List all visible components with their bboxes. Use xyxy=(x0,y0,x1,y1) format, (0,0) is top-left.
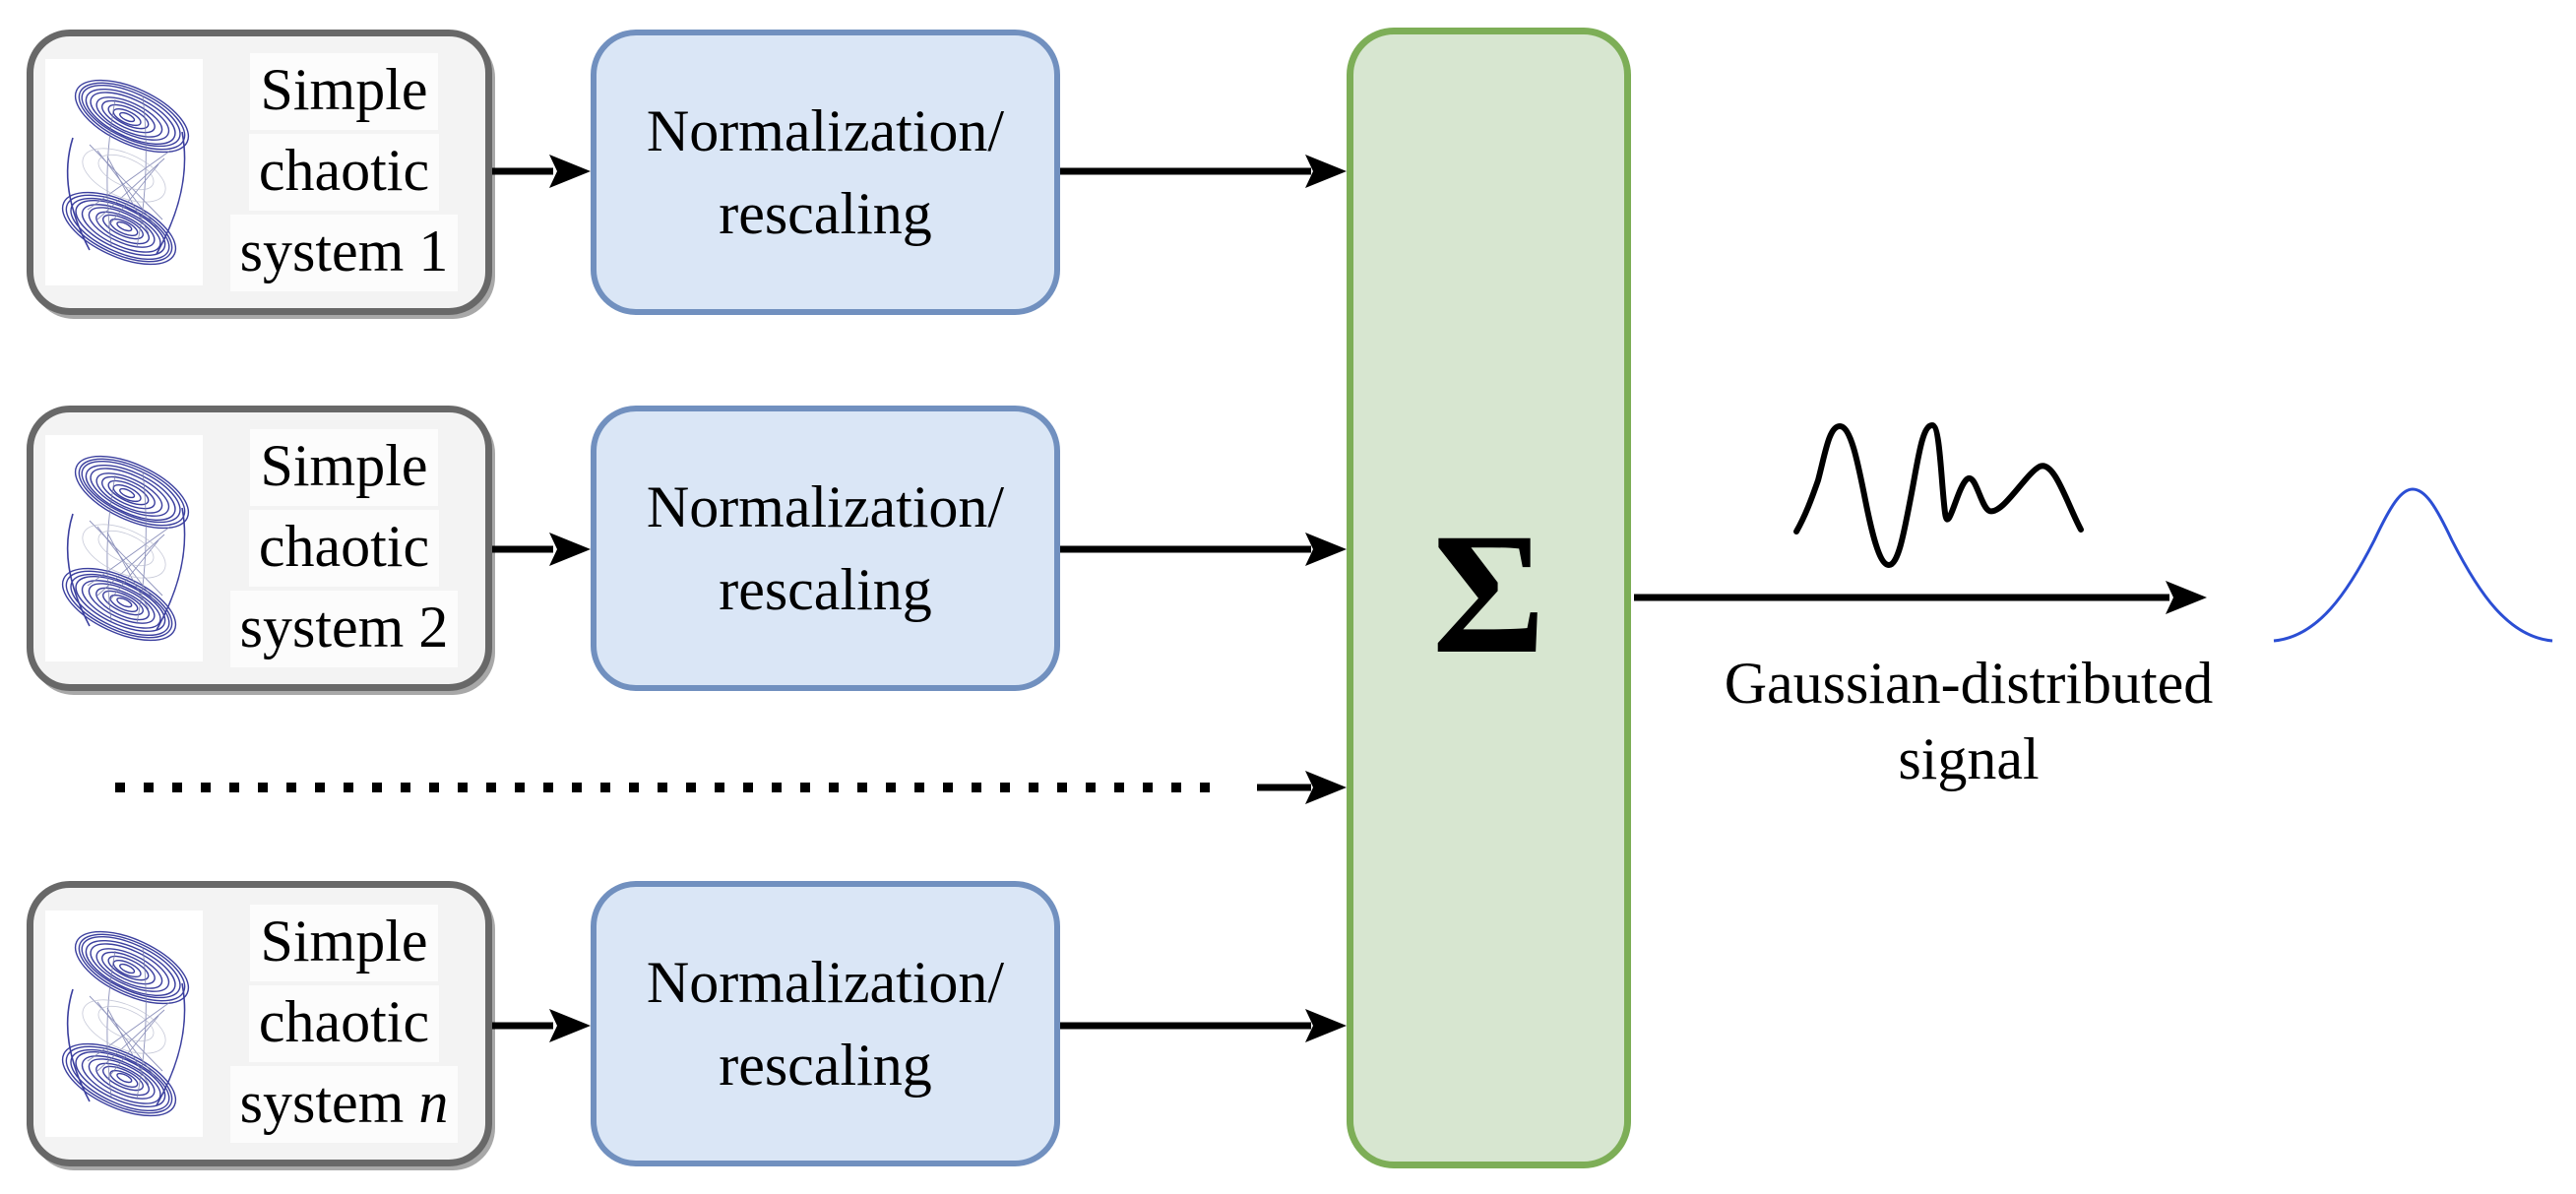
process-box-n: Normalization/ rescaling xyxy=(591,881,1060,1166)
system-word: system xyxy=(239,219,405,283)
source-label-line1: Simple xyxy=(250,429,438,506)
source-box-system-1: Simple chaotic system 1 xyxy=(27,30,492,315)
source-label: Simple chaotic system 2 xyxy=(203,427,485,669)
output-label-line1: Gaussian-distributed xyxy=(1724,651,2214,716)
arrowhead xyxy=(549,533,591,566)
system-number: 1 xyxy=(418,219,449,283)
source-label-line3: system 1 xyxy=(229,215,459,291)
arrowhead xyxy=(2166,581,2207,614)
noisy-signal-icon xyxy=(1793,421,2084,569)
process-label-line1: Normalization/ xyxy=(646,950,1005,1015)
system-number: 2 xyxy=(418,595,449,660)
source-label-line3: system n xyxy=(229,1066,459,1143)
source-box-system-n: Simple chaotic system n xyxy=(27,881,492,1166)
source-label-line2: chaotic xyxy=(248,510,440,587)
gaussian-curve-icon xyxy=(2273,487,2553,643)
arrowhead xyxy=(1305,1009,1347,1042)
source-label-line1: Simple xyxy=(250,905,438,981)
arrowhead xyxy=(1305,771,1347,804)
source-label: Simple chaotic system n xyxy=(203,903,485,1145)
arrowhead xyxy=(1305,155,1347,188)
system-word: system xyxy=(239,1070,405,1135)
chaotic-attractor-icon xyxy=(45,435,203,661)
arrowhead xyxy=(1305,533,1347,566)
chaotic-attractor-icon xyxy=(45,911,203,1137)
process-label-line2: rescaling xyxy=(719,1033,932,1098)
process-box-1: Normalization/ rescaling xyxy=(591,30,1060,315)
source-label-line2: chaotic xyxy=(248,985,440,1062)
process-label-line2: rescaling xyxy=(719,181,932,246)
output-label-line2: signal xyxy=(1898,726,2040,791)
sum-box: Σ xyxy=(1347,28,1631,1168)
arrowhead xyxy=(549,1009,591,1042)
source-label: Simple chaotic system 1 xyxy=(203,51,485,293)
process-box-2: Normalization/ rescaling xyxy=(591,406,1060,691)
source-label-line2: chaotic xyxy=(248,134,440,211)
sigma-symbol: Σ xyxy=(1431,497,1546,690)
process-label-line1: Normalization/ xyxy=(646,474,1005,539)
process-label-line2: rescaling xyxy=(719,557,932,622)
system-word: system xyxy=(239,595,405,660)
source-box-system-2: Simple chaotic system 2 xyxy=(27,406,492,691)
source-label-line1: Simple xyxy=(250,53,438,130)
chaotic-attractor-icon xyxy=(45,59,203,285)
output-label: Gaussian-distributed signal xyxy=(1651,646,2287,797)
source-label-line3: system 2 xyxy=(229,591,459,667)
arrowhead xyxy=(549,155,591,188)
system-number: n xyxy=(418,1070,449,1135)
process-label-line1: Normalization/ xyxy=(646,98,1005,163)
